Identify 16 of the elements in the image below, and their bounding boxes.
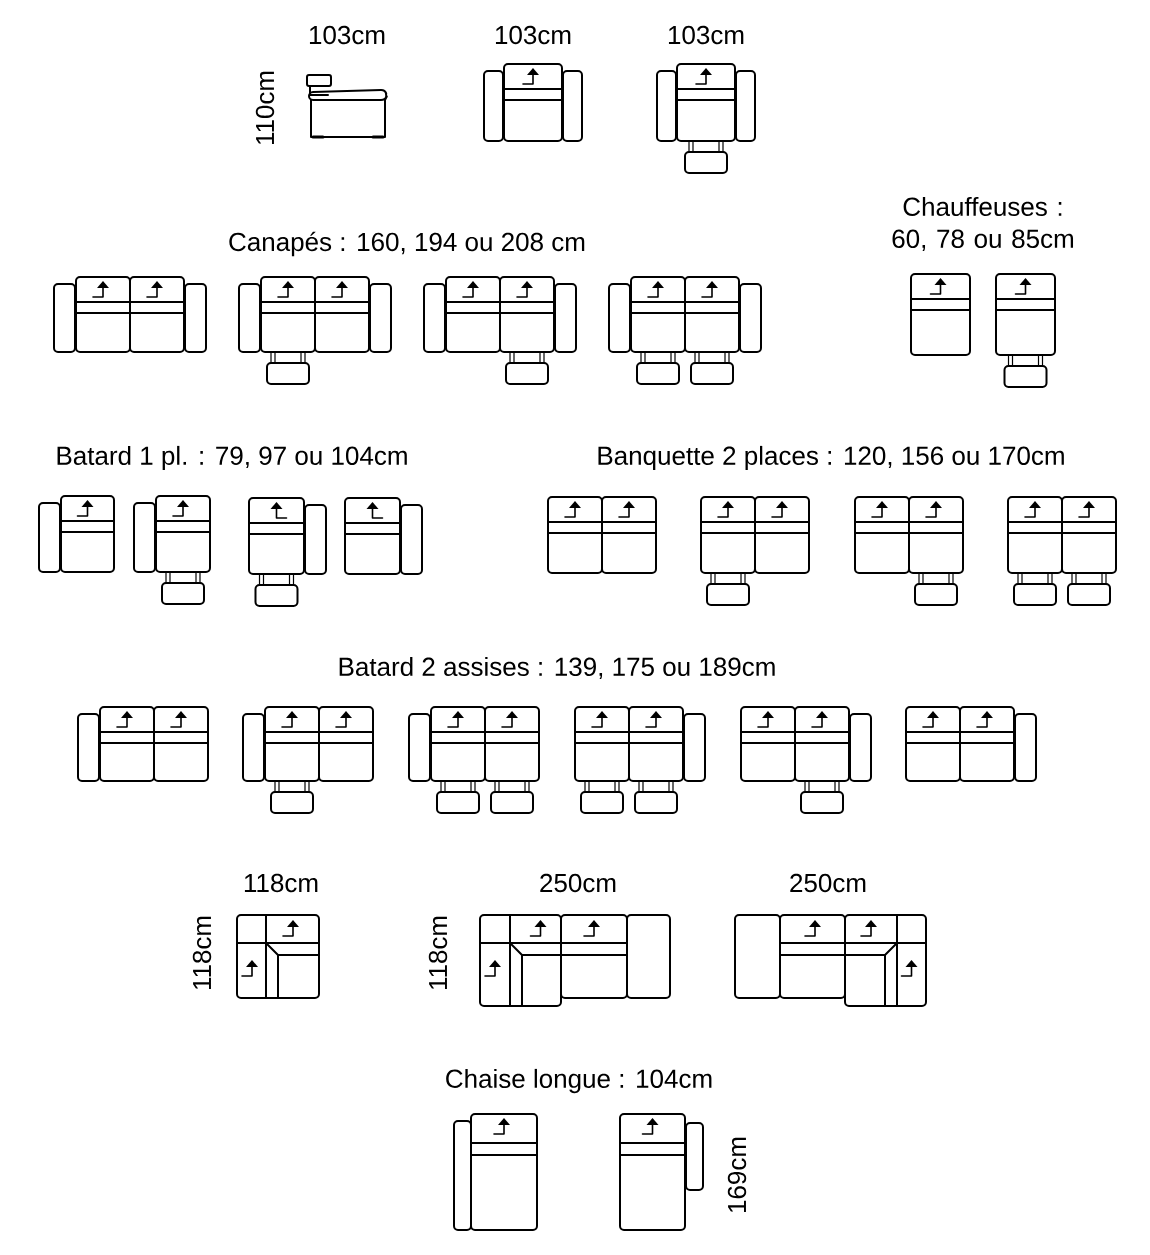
dimension-label: 110cm bbox=[255, 71, 275, 145]
section-heading: Chauffeuses : 60, 78 ou 85cm bbox=[892, 196, 1073, 252]
dimension-label: 250cm bbox=[540, 873, 616, 893]
dimension-label: 103cm bbox=[309, 25, 385, 45]
section-heading: Banquette 2 places : 120, 156 ou 170cm bbox=[598, 445, 1064, 471]
dimension-label: 250cm bbox=[790, 873, 866, 893]
section-heading: Canapés : 160, 194 ou 208 cm bbox=[229, 231, 585, 257]
dimension-label: 118cm bbox=[428, 916, 448, 990]
dimension-label: 169cm bbox=[727, 1137, 747, 1213]
section-heading: Batard 1 pl. : 79, 97 ou 104cm bbox=[57, 445, 407, 471]
dimension-label: 103cm bbox=[668, 25, 744, 45]
section-heading: Chaise longue : 104cm bbox=[446, 1068, 712, 1094]
section-heading: Batard 2 assises : 139, 175 ou 189cm bbox=[339, 656, 775, 680]
dimension-label: 118cm bbox=[244, 873, 318, 893]
dimension-label: 118cm bbox=[192, 916, 212, 990]
dimension-label: 103cm bbox=[495, 25, 571, 45]
